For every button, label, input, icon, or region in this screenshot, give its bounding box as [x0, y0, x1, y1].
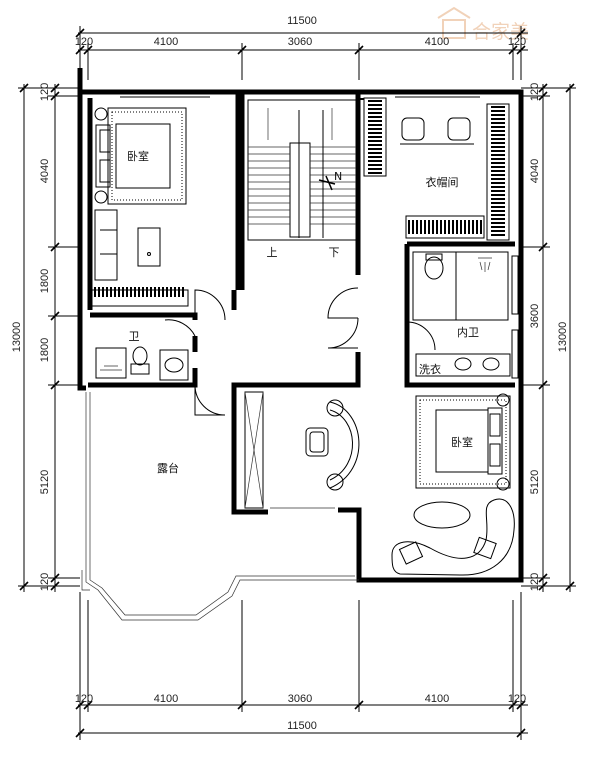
shower: [95, 347, 127, 379]
top-dim-2: 4100: [154, 36, 178, 48]
wardrobe-room: 衣帽间: [363, 97, 510, 241]
inner-bath-label: 内卫: [457, 325, 479, 339]
lounge: [244, 391, 360, 509]
left-dim-1: 120: [39, 83, 51, 101]
right-dim-4: 5120: [529, 470, 541, 494]
lamp-icon: [496, 393, 510, 407]
curved-sofa: [329, 401, 360, 489]
laundry-label: 洗衣: [419, 362, 441, 376]
top-dim-4: 4100: [425, 36, 449, 48]
bottom-dim-1: 120: [75, 693, 93, 705]
left-dim-6: 120: [39, 573, 51, 591]
bottom-dim-2: 4100: [154, 693, 178, 705]
top-dim-3: 3060: [288, 36, 312, 48]
right-dim-3: 3600: [529, 304, 541, 328]
rug-oval: [413, 501, 471, 529]
watermark: 合家美: [437, 6, 529, 43]
cabinet: [244, 391, 264, 509]
right-dim-1: 120: [529, 83, 541, 101]
left-bedroom: 卧室: [91, 107, 189, 307]
top-dimensions: 11500 120 4100 3060 4100 120: [75, 15, 528, 80]
right-bedroom: 卧室: [391, 393, 515, 576]
walls: [77, 68, 524, 583]
left-total-label: 13000: [11, 322, 23, 353]
lamp-icon: [496, 477, 510, 491]
bottom-dim-4: 4100: [425, 693, 449, 705]
corridor-double-door: [327, 287, 359, 349]
pillow-icon: [473, 536, 497, 560]
right-dim-5: 120: [529, 573, 541, 591]
wardrobe-label: 衣帽间: [426, 175, 459, 189]
chair: [401, 117, 425, 141]
bed-rug: [415, 395, 511, 489]
left-dimensions: 13000 120 4040 1800 1800 5120 120: [11, 83, 80, 592]
windows: [120, 93, 524, 470]
stair-up-label: 上: [267, 246, 278, 259]
bedroom-1-label: 卧室: [127, 149, 149, 163]
lamp-icon: [94, 107, 108, 121]
watermark-logo-icon: [437, 6, 471, 39]
bottom-total-label: 11500: [287, 720, 317, 732]
bottom-dimensions: 120 4100 3060 4100 120 11500: [75, 592, 528, 740]
bed: [115, 123, 171, 189]
bottom-dim-3: 3060: [288, 693, 312, 705]
left-dim-4: 1800: [39, 338, 51, 362]
toilet-icon: [424, 256, 444, 280]
top-dim-5: 120: [508, 36, 526, 48]
left-dim-3: 1800: [39, 269, 51, 293]
bedroom-2-label: 卧室: [451, 435, 473, 449]
door-swing: [194, 289, 226, 321]
right-total-label: 13000: [557, 322, 569, 353]
bathroom-1: 卫: [95, 330, 189, 381]
lamp-icon: [94, 190, 108, 204]
sink-icon: [482, 357, 500, 371]
left-dim-5: 5120: [39, 470, 51, 494]
left-doors: [164, 289, 226, 416]
door-swing: [194, 384, 226, 416]
sofa: [94, 209, 118, 281]
terrace-label: 露台: [157, 461, 179, 475]
bed-headboard: [95, 124, 111, 188]
left-dim-2: 4040: [39, 159, 51, 183]
stair-down-label: 下: [329, 246, 340, 259]
north-arrow-icon: [318, 175, 336, 191]
coffee-table: [137, 227, 161, 267]
lounge-chaise: [391, 498, 515, 576]
watermark-text: 合家美: [472, 21, 529, 43]
bathroom-1-label: 卫: [129, 330, 140, 343]
right-dimensions: 120 4040 3600 5120 120 13000: [521, 83, 576, 592]
top-dim-1: 120: [75, 36, 93, 48]
bed-headboard: [487, 407, 503, 475]
staircase: N 上 下: [247, 99, 357, 259]
bottom-dim-5: 120: [508, 693, 526, 705]
sink-icon: [454, 357, 472, 371]
armchair: [305, 427, 329, 457]
top-total-label: 11500: [287, 15, 317, 27]
bed-rug: [107, 107, 187, 205]
right-dim-2: 4040: [529, 159, 541, 183]
chair: [447, 117, 471, 141]
sink: [159, 349, 189, 381]
toilet-icon: [132, 346, 148, 366]
inner-bathroom: 内卫 洗衣: [406, 251, 519, 379]
shower-head-icon: [478, 257, 492, 272]
north-label: N: [334, 170, 342, 183]
pillow-icon: [398, 541, 424, 565]
vanity: [415, 353, 511, 377]
terrace-outline: [81, 392, 359, 621]
